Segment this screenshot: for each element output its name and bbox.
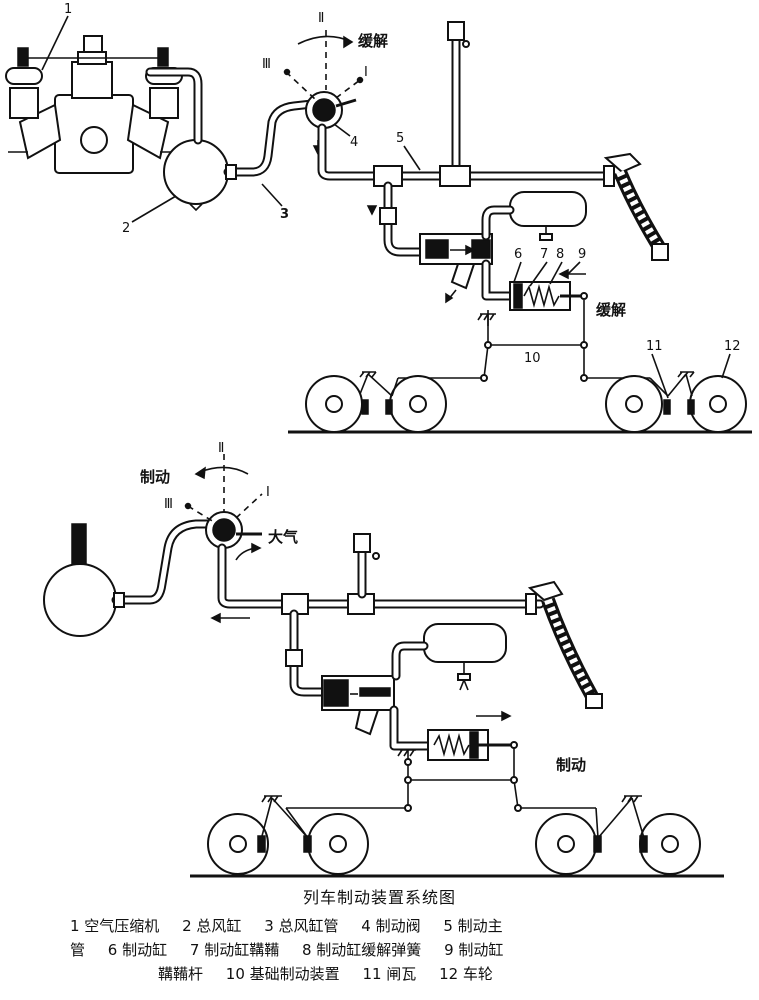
callout-11: 11	[646, 339, 663, 354]
brake-cylinder-bottom	[389, 705, 518, 761]
position-I-top: Ⅰ	[364, 65, 368, 80]
bottom-labels: Ⅱ Ⅲ Ⅰ 制动 大气 制动	[140, 441, 586, 774]
position-III-bottom: Ⅲ	[164, 497, 173, 512]
figure-legend: 1 空气压缩机 2 总风缸 3 总风缸管 4 制动阀 5 制动主 管 6 制动缸…	[70, 914, 710, 986]
top-callouts: 1 2 3 4 5 6 7 8 9 10 11 12	[41, 2, 741, 399]
brake-label-valve: 制动	[140, 468, 170, 486]
bottom-diagram-brake: Ⅱ Ⅲ Ⅰ 制动 大气 制动	[43, 441, 724, 878]
top-labels: Ⅱ Ⅲ Ⅰ 缓解 缓解	[262, 11, 626, 319]
brake-cylinder-top	[481, 259, 588, 311]
legend-item: 11 闸瓦	[362, 965, 417, 983]
brake-label-cylinder: 制动	[556, 756, 586, 774]
callout-6: 6	[514, 247, 522, 262]
legend-item: 2 总风缸	[182, 917, 242, 935]
wheels-bottom	[190, 795, 724, 878]
legend-item: 12 车轮	[439, 965, 493, 983]
legend-item: 9 制动缸	[444, 941, 504, 959]
legend-item: 6 制动缸	[107, 941, 168, 959]
auxiliary-reservoir-top	[481, 191, 587, 241]
triple-valve-bottom	[321, 675, 395, 736]
foundation-brake-bottom	[286, 748, 596, 812]
air-compressor	[5, 35, 183, 174]
main-reservoir-bottom	[43, 523, 117, 637]
callout-3: 3	[280, 207, 289, 222]
callout-1: 1	[64, 2, 72, 17]
main-reservoir	[163, 139, 229, 212]
legend-item: 3 总风缸管	[264, 917, 339, 935]
atmosphere-label: 大气	[268, 528, 298, 546]
figure-title: 列车制动装置系统图	[302, 888, 456, 907]
callout-2: 2	[122, 221, 130, 236]
legend-item: 7 制动缸鞲鞴	[189, 941, 280, 959]
position-I-bottom: Ⅰ	[266, 485, 270, 500]
legend-item: 1 空气压缩机	[70, 917, 160, 935]
auxiliary-reservoir-bottom	[391, 623, 507, 691]
release-label-cylinder: 缓解	[596, 301, 626, 319]
callout-7: 7	[540, 247, 548, 262]
callout-12: 12	[724, 339, 741, 354]
legend-item: 5 制动主	[443, 917, 503, 935]
hose-coupling-top	[603, 152, 669, 261]
legend-line-1: 1 空气压缩机 2 总风缸 3 总风缸管 4 制动阀 5 制动主	[70, 914, 710, 938]
top-diagram-release: 1 2 3 4 5 6 7 8 9 10 11 12 Ⅱ Ⅲ Ⅰ 缓解 缓解	[5, 2, 752, 434]
callout-8: 8	[556, 247, 564, 262]
hose-coupling-bottom	[527, 580, 603, 709]
callout-4: 4	[350, 135, 358, 150]
callout-10: 10	[524, 351, 541, 366]
legend-item: 鞲鞴杆	[158, 965, 204, 983]
legend-line-3: 鞲鞴杆 10 基础制动装置 11 闸瓦 12 车轮	[70, 962, 710, 986]
callout-5: 5	[396, 131, 404, 146]
brake-valve-bottom	[184, 454, 263, 561]
legend-item: 10 基础制动装置	[225, 965, 340, 983]
position-III-top: Ⅲ	[262, 57, 271, 72]
legend-item: 8 制动缸缓解弹簧	[301, 941, 422, 959]
wheels-top	[288, 371, 752, 434]
position-II-bottom: Ⅱ	[218, 441, 224, 456]
position-II-top: Ⅱ	[318, 11, 324, 26]
legend-item: 4 制动阀	[361, 917, 421, 935]
release-label-valve: 缓解	[358, 32, 388, 50]
legend-line-2: 管 6 制动缸 7 制动缸鞲鞴 8 制动缸缓解弹簧 9 制动缸	[70, 938, 710, 962]
triple-valve-top	[419, 233, 493, 304]
legend-item: 管	[70, 941, 86, 959]
callout-9: 9	[578, 247, 586, 262]
